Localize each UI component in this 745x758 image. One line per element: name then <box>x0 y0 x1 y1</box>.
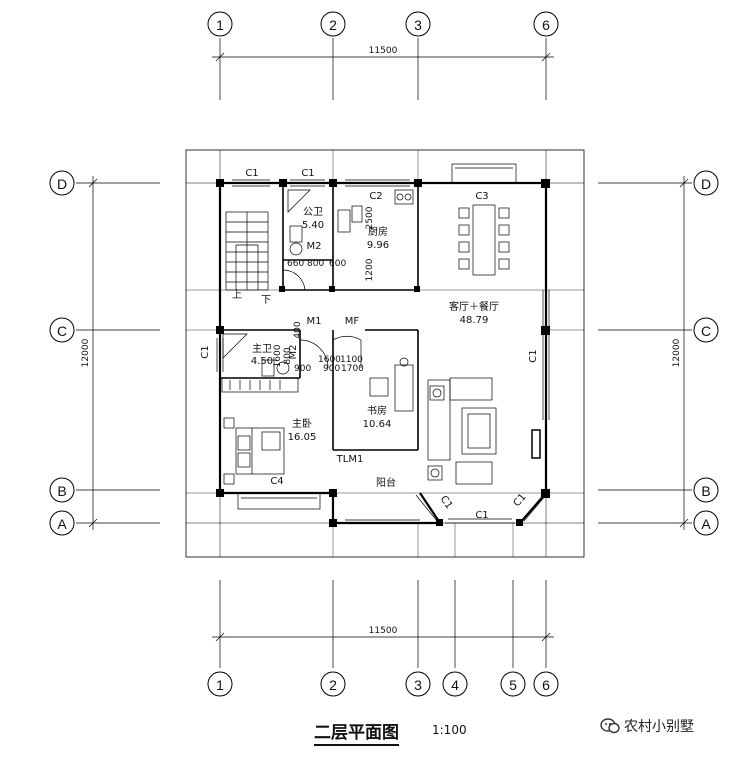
window-c1-bay-left: C1 <box>438 494 455 511</box>
door-m2-upper: M2 <box>307 241 322 252</box>
window-c3: C3 <box>475 191 488 202</box>
room-study-area: 10.64 <box>363 419 392 430</box>
room-kitchen: 厨房 <box>368 225 388 238</box>
dim-study-5: 1100 <box>340 355 363 365</box>
dim-bath-1: 660 <box>287 259 304 269</box>
dim-kitchen-lower: 1200 <box>365 258 375 281</box>
stair-down: 下 <box>261 295 271 306</box>
axis-right-c: C <box>701 323 711 339</box>
axis-right-d: D <box>701 176 711 192</box>
drawing-title: 二层平面图 <box>314 718 399 746</box>
dim-mbath-2: 800 <box>283 347 293 364</box>
top-dimension <box>212 38 554 100</box>
columns <box>216 179 550 527</box>
door-mf: MF <box>345 316 360 327</box>
dim-bottom-total: 11500 <box>369 626 398 636</box>
axis-left-a: A <box>57 516 67 532</box>
drawing-scale: 1:100 <box>432 723 467 737</box>
chat-logo-icon <box>600 718 620 734</box>
dim-top-total: 11500 <box>369 46 398 56</box>
axis-bubbles <box>49 11 719 697</box>
right-dimension <box>598 176 692 530</box>
dim-right-total: 12000 <box>672 338 682 367</box>
furniture <box>221 189 541 485</box>
window-c4: C4 <box>270 476 283 487</box>
windows <box>216 163 550 524</box>
door-m2-lower: M2 <box>288 345 299 360</box>
room-study: 书房 <box>367 404 387 417</box>
stair-up: 上 <box>232 289 242 301</box>
axis-top-1: 1 <box>216 17 224 33</box>
watermark-text: 农村小别墅 <box>624 719 694 735</box>
room-balcony: 阳台 <box>376 476 396 489</box>
axis-right-a: A <box>701 516 711 532</box>
door-tlm1: TLM1 <box>336 454 364 465</box>
room-kitchen-area: 9.96 <box>367 240 389 251</box>
window-c1-left: C1 <box>200 345 211 358</box>
axis-left-d: D <box>57 176 67 192</box>
dim-mbath-3: 400 <box>293 321 303 338</box>
stairs <box>225 211 269 291</box>
dim-study-3: 900 <box>323 364 340 374</box>
axis-left-c: C <box>57 323 67 339</box>
room-public-bath-area: 5.40 <box>302 220 324 231</box>
dim-study-2: 1600 <box>318 355 341 365</box>
doors <box>282 269 362 369</box>
door-m1: M1 <box>307 316 322 327</box>
room-living-dining: 客厅＋餐厅 <box>449 300 499 313</box>
axis-top-3: 3 <box>414 17 422 33</box>
window-c1-bay-right: C1 <box>512 492 529 509</box>
window-c1-top-left: C1 <box>245 168 258 179</box>
left-dimension <box>76 176 160 530</box>
dim-kitchen-upper: 2500 <box>365 206 375 229</box>
room-master-bedroom-area: 16.05 <box>288 432 317 443</box>
dim-mbath-1: 1600 <box>273 344 283 367</box>
room-public-bath: 公卫 <box>303 207 323 218</box>
dim-bath-2: 800 <box>307 259 324 269</box>
window-c1-right: C1 <box>528 349 539 362</box>
dim-study-4: 1700 <box>341 364 364 374</box>
dim-left-total: 12000 <box>81 338 91 367</box>
room-master-bath: 主卫 <box>252 343 272 355</box>
room-master-bath-area: 4.50 <box>251 356 273 367</box>
axis-top-6: 6 <box>542 17 550 33</box>
room-living-dining-area: 48.79 <box>460 315 489 326</box>
axis-bottom-1: 1 <box>216 677 224 693</box>
bottom-dimension <box>212 580 554 668</box>
axis-bottom-3: 3 <box>414 677 422 693</box>
eave-outline <box>185 149 585 558</box>
axis-bottom-4: 4 <box>451 677 459 693</box>
dim-bath-3: 600 <box>329 259 346 269</box>
axis-bottom-5: 5 <box>509 677 517 693</box>
axis-bottom-6: 6 <box>542 677 550 693</box>
axis-right-b: B <box>701 483 710 499</box>
window-c1-bay-front: C1 <box>475 510 488 521</box>
window-c1-top-mid: C1 <box>301 168 314 179</box>
window-c2: C2 <box>369 191 382 202</box>
room-master-bedroom: 主卧 <box>292 417 312 430</box>
axis-left-b: B <box>57 483 66 499</box>
axis-top-2: 2 <box>329 17 337 33</box>
axis-bottom-2: 2 <box>329 677 337 693</box>
dim-study-1: 900 <box>294 364 311 374</box>
watermark: 农村小别墅 <box>600 716 694 736</box>
